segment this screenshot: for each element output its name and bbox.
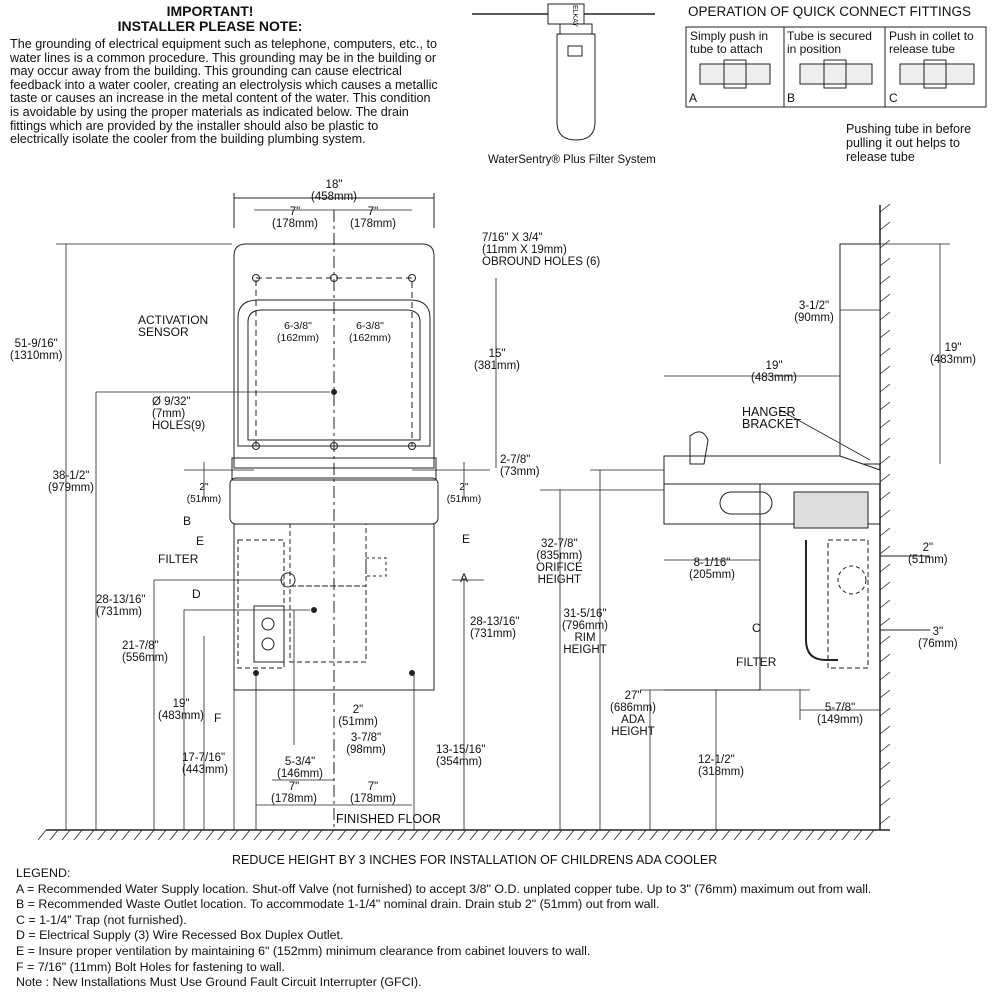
label-d: D bbox=[192, 587, 201, 601]
dim-15: 15"(381mm) bbox=[474, 348, 521, 372]
qc-letter-a: A bbox=[689, 91, 698, 105]
dim-2-7-8: 2-7/8"(73mm) bbox=[500, 454, 540, 478]
qc-note-line1: Pushing tube in before bbox=[846, 122, 972, 136]
legend-title: LEGEND: bbox=[16, 866, 71, 880]
dim-19-depth: 19"(483mm) bbox=[750, 360, 798, 384]
qc-a-line2: tube to attach bbox=[690, 42, 763, 56]
installer-note-title: INSTALLER PLEASE NOTE: bbox=[117, 18, 303, 34]
dim-18: 18"(458mm) bbox=[310, 179, 358, 203]
front-dimension-lines bbox=[56, 209, 497, 830]
filter-caption: WaterSentry® Plus Filter System bbox=[488, 154, 656, 166]
important-body: The grounding of electrical equipment su… bbox=[10, 37, 438, 147]
qc-note: Pushing tube in before pulling it out he… bbox=[846, 122, 971, 164]
dim-51-9-16: 51-9/16"(1310mm) bbox=[10, 338, 63, 362]
dim-7-right: 7"(178mm) bbox=[349, 206, 397, 230]
dim-13-15-16: 13-15/16"(354mm) bbox=[436, 744, 486, 768]
quick-connect-title: OPERATION OF QUICK CONNECT FITTINGS bbox=[688, 4, 972, 19]
qc-cell-a: Simply push in tube to attach bbox=[690, 30, 768, 56]
dim-6-3-8-right: 6-3/8"(162mm) bbox=[348, 320, 392, 344]
dim-6-3-8-left: 6-3/8"(162mm) bbox=[276, 320, 320, 344]
dim-8-1-16: 8-1/16"(205mm) bbox=[688, 557, 736, 581]
wall bbox=[879, 203, 891, 830]
qc-b-line1: Tube is secured bbox=[787, 29, 872, 43]
qc-cell-c: Push in collet to release tube bbox=[889, 30, 974, 56]
legend: LEGEND: A = Recommended Water Supply loc… bbox=[16, 866, 871, 991]
qc-note-line3: release tube bbox=[846, 150, 915, 164]
qc-letter-c: C bbox=[889, 91, 898, 105]
dim-38-1-2: 38-1/2"(979mm) bbox=[48, 470, 95, 494]
dim-19-wall: 19"(483mm) bbox=[930, 342, 977, 366]
dim-7-left: 7"(178mm) bbox=[271, 206, 319, 230]
legend-item-c: C = 1-1/4" Trap (not furnished). bbox=[16, 912, 187, 927]
dim-17-7-16: 17-7/16"(443mm) bbox=[182, 752, 229, 776]
filter-system-illustration bbox=[472, 3, 655, 141]
dim-3-7-8: 3-7/8"(98mm) bbox=[346, 732, 386, 756]
legend-note: Note : New Installations Must Use Ground… bbox=[16, 975, 422, 990]
dim-2-right: 2"(51mm) bbox=[446, 482, 482, 505]
legend-item-f: F = 7/16" (11mm) Bolt Holes for fastenin… bbox=[16, 959, 285, 974]
legend-item-b: B = Recommended Waste Outlet location. T… bbox=[16, 897, 660, 912]
legend-item-e: E = Insure proper ventilation by maintai… bbox=[16, 943, 591, 958]
qc-b-line2: in position bbox=[787, 42, 842, 56]
important-title: IMPORTANT! bbox=[166, 3, 254, 19]
front-view bbox=[229, 193, 439, 830]
label-b: B bbox=[183, 514, 192, 528]
dim-3-1-2: 3-1/2"(90mm) bbox=[794, 300, 834, 324]
dim-2-center: 2"(51mm) bbox=[338, 704, 378, 728]
qc-cell-b: Tube is secured in position bbox=[787, 30, 872, 56]
dim-21-7-8: 21-7/8"(556mm) bbox=[122, 640, 169, 664]
dim-5-7-8: 5-7/8"(149mm) bbox=[816, 702, 864, 726]
floor-line bbox=[37, 829, 890, 841]
label-c: C bbox=[752, 621, 761, 635]
label-e-left: E bbox=[196, 534, 205, 548]
qc-letter-b: B bbox=[787, 91, 796, 105]
legend-item-a: A = Recommended Water Supply location. S… bbox=[16, 881, 872, 896]
quick-connect-diagrams bbox=[685, 26, 987, 108]
label-filter-side: FILTER bbox=[736, 655, 777, 669]
dim-19-front: 19"(483mm) bbox=[158, 698, 205, 722]
dim-2-left: 2"(51mm) bbox=[186, 482, 222, 505]
dim-7-bottom-right: 7"(178mm) bbox=[349, 781, 397, 805]
dim-2-side: 2"(51mm) bbox=[908, 542, 948, 566]
dim-12-1-2: 12-1/2"(318mm) bbox=[698, 754, 745, 778]
side-view bbox=[663, 243, 930, 691]
finished-floor-label: FINISHED FLOOR bbox=[336, 812, 441, 826]
holes-label: Ø 9/32"(7mm)HOLES(9) bbox=[152, 396, 206, 432]
important-heading: IMPORTANT! INSTALLER PLEASE NOTE: bbox=[0, 4, 420, 34]
legend-item-d: D = Electrical Supply (3) Wire Recessed … bbox=[16, 928, 344, 943]
dim-28-13-16-left: 28-13/16"(731mm) bbox=[96, 594, 146, 618]
label-f: F bbox=[214, 711, 222, 725]
qc-c-line2: release tube bbox=[889, 42, 956, 56]
dim-5-3-4: 5-3/4"(146mm) bbox=[276, 756, 324, 780]
label-filter-front: FILTER bbox=[158, 552, 199, 566]
dim-7-bottom-left: 7"(178mm) bbox=[270, 781, 318, 805]
qc-note-line2: pulling it out helps to bbox=[846, 136, 960, 150]
qc-a-line1: Simply push in bbox=[690, 29, 769, 43]
obround-holes-label: 7/16" X 3/4"(11mm X 19mm)OBROUND HOLES (… bbox=[482, 232, 601, 268]
dim-3-side: 3"(76mm) bbox=[918, 626, 958, 650]
label-a: A bbox=[460, 571, 469, 585]
side-dimension-lines bbox=[540, 243, 950, 830]
filter-brand: ELKAY bbox=[571, 4, 579, 28]
qc-c-line1: Push in collet to bbox=[889, 29, 974, 43]
dim-28-13-16-right: 28-13/16"(731mm) bbox=[470, 616, 520, 640]
label-e-right: E bbox=[462, 532, 471, 546]
reduce-height-note: REDUCE HEIGHT BY 3 INCHES FOR INSTALLATI… bbox=[232, 853, 718, 867]
